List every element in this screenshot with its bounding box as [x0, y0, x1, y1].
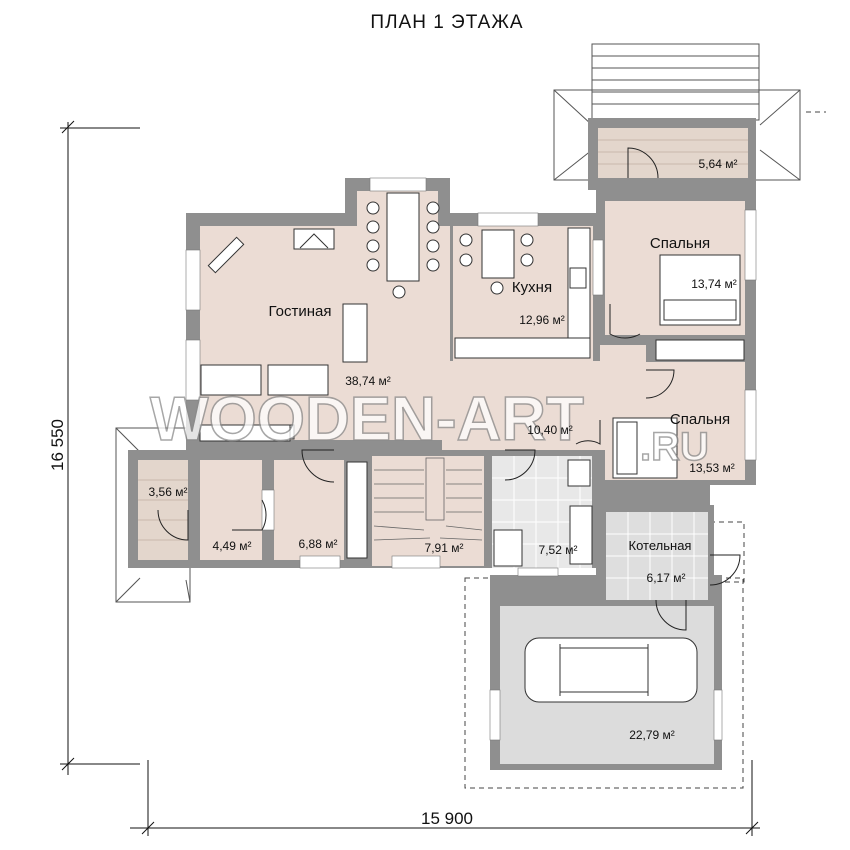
room-labels: Гостиная 38,74 м² Кухня 12,96 м² Спальня… [149, 157, 738, 742]
vestibule-area: 4,49 м² [213, 539, 252, 553]
hall-floor [442, 345, 646, 450]
terrace-decking [138, 139, 748, 541]
bedroom1-name: Спальня [650, 235, 710, 252]
bedroom1-area: 13,74 м² [691, 277, 737, 291]
plan-title: ПЛАН 1 ЭТАЖА [370, 12, 523, 33]
bedroom2-area: 13,53 м² [689, 461, 735, 475]
kitchen-area: 12,96 м² [519, 313, 565, 327]
terrace-floor [598, 128, 748, 178]
terrace-roof [553, 89, 801, 181]
porch-floor [138, 460, 188, 560]
living-room-name: Гостиная [269, 303, 332, 320]
wardrobe-area: 6,88 м² [299, 537, 338, 551]
width-dimension [130, 760, 760, 836]
boiler-name: Котельная [629, 538, 692, 553]
vestibule-floor [200, 460, 262, 560]
watermark-suffix: .RU [640, 425, 709, 469]
kitchen-name: Кухня [512, 279, 552, 296]
stair-area: 7,91 м² [425, 541, 464, 555]
stair-treads [373, 457, 483, 541]
living-room-area: 38,74 м² [345, 374, 391, 388]
width-dimension-label: 15 900 [421, 809, 473, 828]
bedroom2-name: Спальня [670, 411, 730, 428]
wardrobe-floor [274, 460, 344, 560]
porch-area: 3,56 м² [149, 485, 188, 499]
furniture [199, 192, 745, 703]
garage-area: 22,79 м² [629, 728, 675, 742]
stair-floor [372, 456, 484, 566]
bath-area: 7,52 м² [539, 543, 578, 557]
boiler-area: 6,17 м² [647, 571, 686, 585]
terrace-steps [591, 43, 760, 121]
height-dimension-label: 16 550 [48, 419, 67, 471]
hall-area: 10,40 м² [527, 423, 573, 437]
windows [185, 177, 757, 741]
watermark-main: WOODEN-ART [150, 385, 584, 454]
porch-roof [115, 427, 191, 603]
watermark: WOODEN-ART .RU [149, 384, 709, 470]
terrace-area: 5,64 м² [699, 157, 738, 171]
doors [157, 147, 741, 631]
height-dimension [60, 120, 140, 775]
